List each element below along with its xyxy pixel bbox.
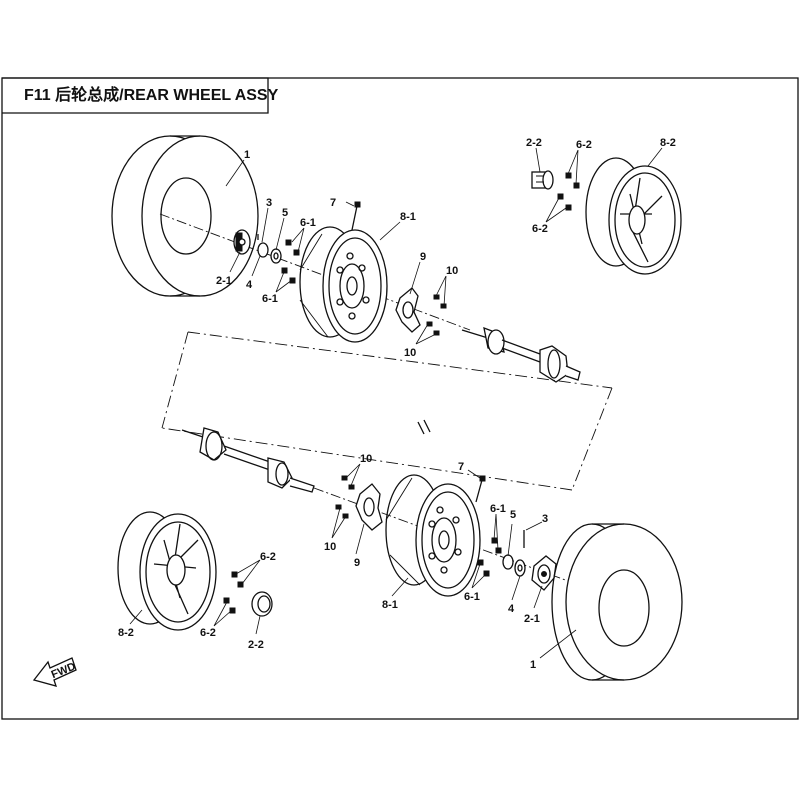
hubcap-alt-bottom	[251, 591, 273, 617]
callout-tire-top: 1	[244, 149, 250, 161]
diagram-frame	[1, 77, 799, 720]
flange-bottom	[355, 483, 383, 531]
valve-bottom	[475, 475, 486, 503]
callout-rim-alt-top: 8-2	[660, 137, 676, 149]
callout-bolts-bottom-lower: 10	[324, 541, 336, 553]
fwd-label: FWD	[50, 661, 78, 682]
washer-nut-top	[257, 234, 282, 264]
fwd-direction-arrow: FWD	[32, 657, 78, 687]
rim-alloy-bottom	[117, 511, 217, 631]
callout-lug-top-upper: 6-1	[300, 217, 316, 229]
tire-bottom-right	[551, 523, 683, 681]
flange-top	[395, 287, 421, 333]
callout-bolts-top-lower: 10	[404, 347, 416, 359]
callout-lug-alt-bottom-lower: 6-2	[200, 627, 216, 639]
valve-top	[351, 201, 361, 231]
callout-lug-bottom-upper: 6-1	[490, 503, 506, 515]
washer-nut-bottom	[502, 530, 526, 577]
callout-hubcap-alt-top: 2-2	[526, 137, 542, 149]
callout-flange-top: 9	[420, 251, 426, 263]
callout-bolts-top-upper: 10	[446, 265, 458, 277]
break-mark	[417, 419, 431, 435]
leader-lines	[129, 147, 663, 659]
callout-rim-top: 8-1	[400, 211, 416, 223]
callout-bolts-bottom-upper: 10	[360, 453, 372, 465]
callout-valve-top: 7	[330, 197, 336, 209]
drive-shaft-bottom	[181, 427, 315, 493]
callout-hub-top: 2-1	[216, 275, 232, 287]
hub-top	[233, 229, 251, 255]
callout-nut-bottom: 5	[510, 509, 516, 521]
callout-cotter-bottom: 3	[542, 513, 548, 525]
callout-lug-alt-top-upper: 6-2	[576, 139, 592, 151]
callout-nut-top: 5	[282, 207, 288, 219]
shaft-group-line	[161, 331, 613, 491]
callout-hub-bottom: 2-1	[524, 613, 540, 625]
callout-labels: 1 2-1 3 4 5 6-1 6-1 7 8-1 9 10 10 2-2 6-…	[118, 137, 676, 671]
callout-lug-alt-top-lower: 6-2	[532, 223, 548, 235]
callout-washer-bottom: 4	[508, 603, 515, 615]
callout-lug-top-lower: 6-1	[262, 293, 278, 305]
callout-rim-alt-bottom: 8-2	[118, 627, 134, 639]
rim-steel-bottom	[385, 474, 481, 597]
bolts-bottom	[335, 475, 355, 519]
callout-tire-bottom: 1	[530, 659, 536, 671]
axle-centerline-top	[159, 213, 471, 331]
callout-lug-bottom-lower: 6-1	[464, 591, 480, 603]
rim-steel-top	[299, 226, 388, 343]
hub-bottom	[531, 555, 557, 591]
drive-shaft-top	[461, 326, 581, 383]
callout-rim-bottom: 8-1	[382, 599, 398, 611]
callout-valve-bottom: 7	[458, 461, 464, 473]
lug-nuts-bottom	[477, 537, 502, 577]
hubcap-alt-top	[531, 170, 554, 190]
callout-flange-bottom: 9	[354, 557, 360, 569]
callout-lug-alt-bottom-upper: 6-2	[260, 551, 276, 563]
lug-nuts-alt-bottom	[223, 571, 244, 614]
callout-washer-top: 4	[246, 279, 253, 291]
bolts-top	[426, 294, 447, 336]
page-title: F11 后轮总成/REAR WHEEL ASSY	[24, 85, 279, 104]
title-box: F11 后轮总成/REAR WHEEL ASSY	[2, 77, 279, 114]
callout-cotter-top: 3	[266, 197, 272, 209]
callout-hubcap-alt-bottom: 2-2	[248, 639, 264, 651]
rim-alloy-top	[585, 157, 682, 275]
tire-top-left	[111, 135, 259, 297]
lug-nuts-alt-top	[557, 172, 580, 211]
lug-nuts-top	[281, 239, 300, 284]
